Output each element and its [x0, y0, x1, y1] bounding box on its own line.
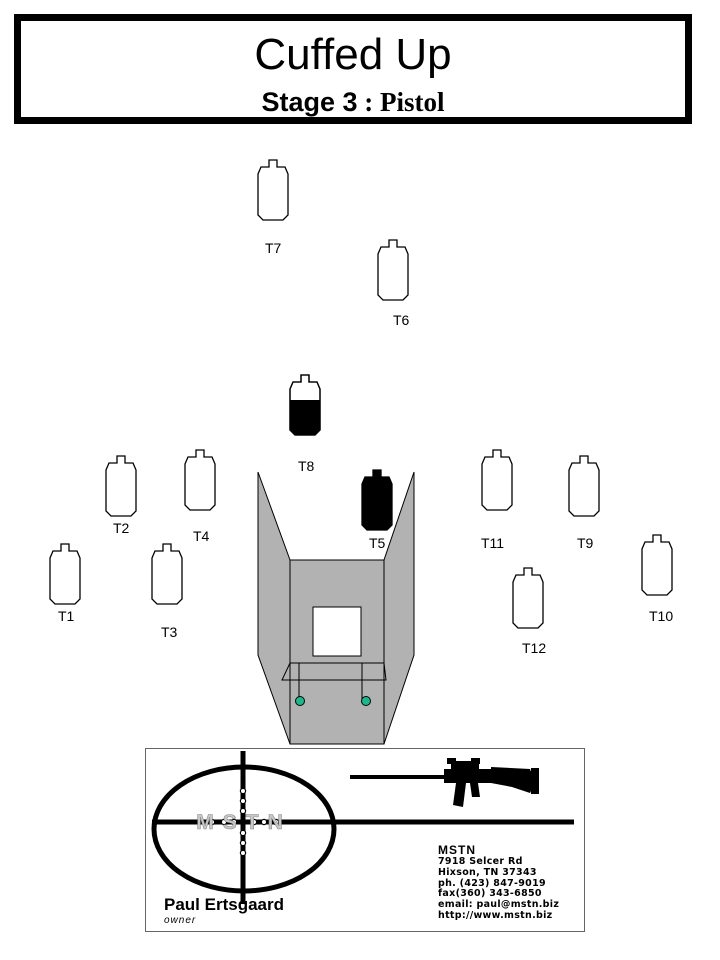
target-label-t12: T12 — [522, 640, 547, 656]
card-phone-line: ph. (423) 847-9019 — [438, 877, 546, 889]
target-t7 — [257, 159, 289, 221]
business-card: MSTN Paul Ertsgaard owner MSTN 7918 Selc… — [145, 748, 585, 932]
wall-window — [312, 606, 362, 657]
shooting-structure — [257, 471, 415, 745]
target-t5 — [361, 469, 393, 531]
rifle-icon — [350, 758, 539, 807]
scope-crosshair-icon: MSTN — [151, 751, 574, 904]
target-label-t6: T6 — [393, 312, 410, 328]
shooting-box — [281, 662, 387, 681]
target-label-t8: T8 — [298, 458, 315, 474]
target-label-t5: T5 — [369, 535, 386, 551]
target-t8 — [289, 374, 321, 436]
target-t1 — [49, 543, 81, 605]
left-wing-wall — [257, 471, 291, 745]
start-position-marker — [295, 696, 305, 706]
logo-text: MSTN — [196, 811, 292, 834]
target-label-t3: T3 — [161, 624, 178, 640]
target-label-t1: T1 — [58, 608, 75, 624]
card-website-line: http://www.mstn.biz — [438, 909, 553, 921]
target-t10 — [641, 534, 673, 596]
targets — [49, 159, 673, 629]
target-t6 — [377, 239, 409, 301]
card-fax-line: fax(360) 343-6850 — [438, 888, 542, 900]
target-t3 — [151, 543, 183, 605]
card-graphics: MSTN — [151, 751, 574, 904]
target-t9 — [568, 455, 600, 517]
hard-cover-overlay — [290, 400, 320, 435]
target-label-t2: T2 — [113, 520, 130, 536]
card-city-line: Hixson, TN 37343 — [438, 866, 537, 878]
target-label-t7: T7 — [265, 240, 282, 256]
target-t2 — [105, 455, 137, 517]
target-label-t11: T11 — [481, 535, 505, 551]
target-t11 — [481, 449, 513, 511]
card-company: MSTN — [438, 843, 476, 857]
card-email-line: email: paul@mstn.biz — [438, 899, 560, 911]
start-position-marker — [361, 696, 371, 706]
card-contact-details: 7918 Selcer Rd Hixson, TN 37343 ph. (423… — [438, 856, 560, 922]
stage-title-box: Cuffed Up Stage 3 : Pistol — [14, 14, 692, 124]
stage-number: Stage 3 — [261, 87, 358, 117]
card-name: Paul Ertsgaard — [164, 895, 284, 914]
target-label-t9: T9 — [577, 535, 594, 551]
target-t12 — [512, 567, 544, 629]
stage-separator: : — [357, 87, 381, 117]
stage-name: Cuffed Up — [254, 30, 452, 79]
target-label-t4: T4 — [193, 528, 210, 544]
stage-subtitle: Stage 3 : Pistol — [21, 89, 685, 116]
card-role: owner — [164, 915, 197, 926]
target-t4 — [184, 449, 216, 511]
target-label-t10: T10 — [649, 608, 674, 624]
stage-division: Pistol — [380, 87, 445, 117]
card-address-line: 7918 Selcer Rd — [438, 856, 523, 867]
